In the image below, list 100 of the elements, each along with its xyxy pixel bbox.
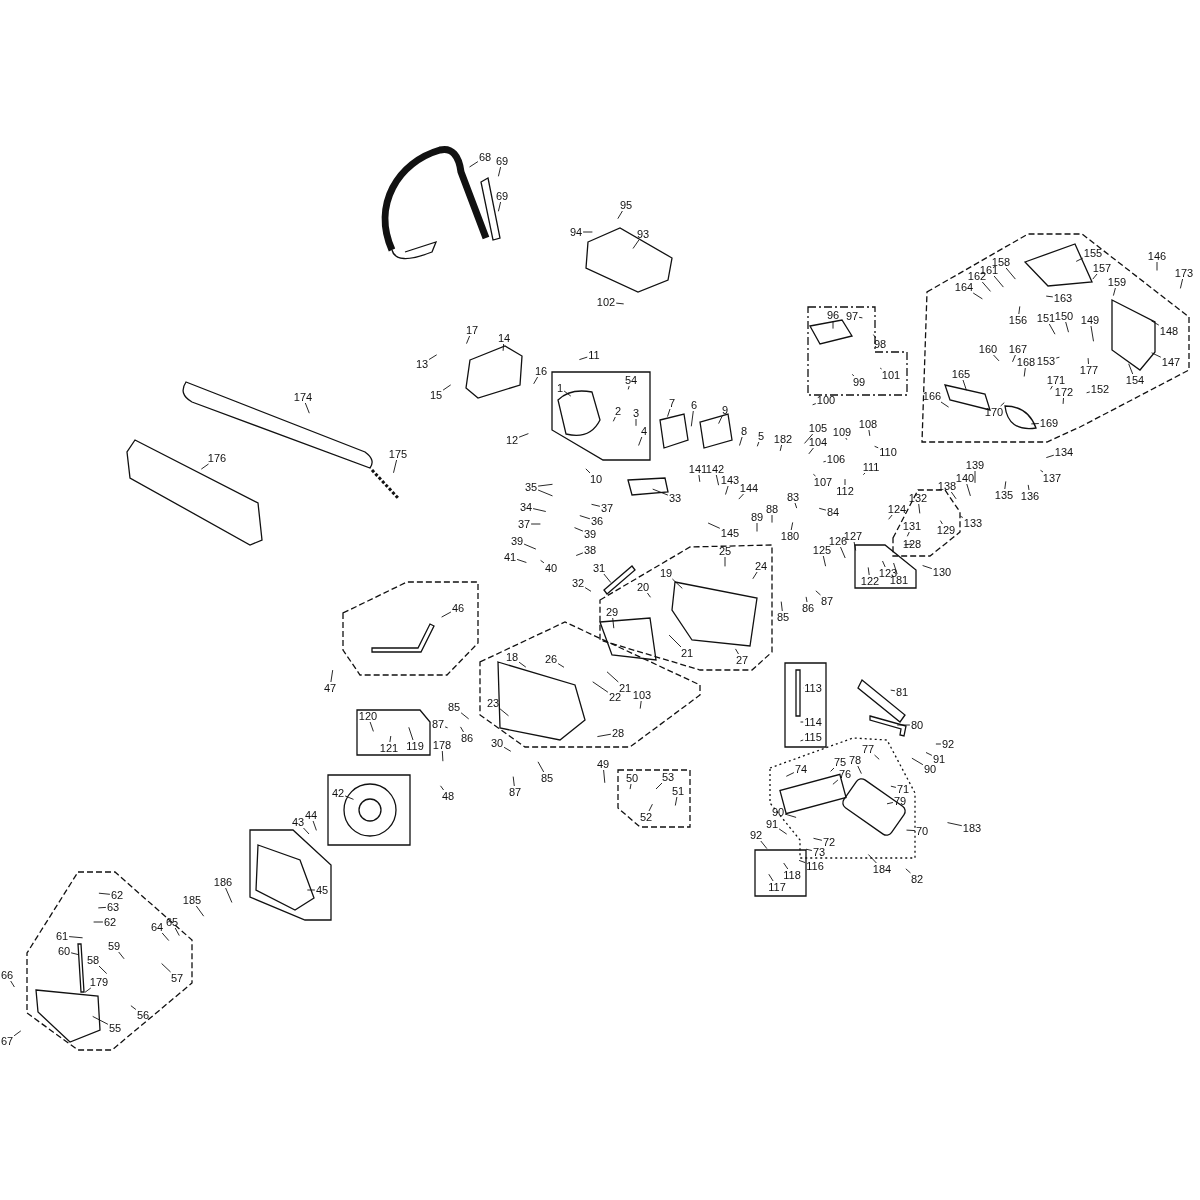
callout-number: 54 xyxy=(624,374,638,386)
callout-number: 152 xyxy=(1090,383,1110,395)
leader-line xyxy=(516,558,527,563)
callout-number: 2 xyxy=(614,405,622,417)
leader-line xyxy=(771,514,773,524)
callout-number: 6 xyxy=(690,399,698,411)
leader-line xyxy=(10,980,15,988)
leader-line xyxy=(603,573,612,583)
leader-line xyxy=(940,401,950,408)
callout-number: 165 xyxy=(951,368,971,380)
leader-line xyxy=(93,921,104,923)
leader-line xyxy=(906,531,910,537)
callout-number: 86 xyxy=(460,732,474,744)
callout-number: 23 xyxy=(486,697,500,709)
callout-number: 35 xyxy=(524,481,538,493)
leader-line xyxy=(959,515,964,518)
parts-group-outline xyxy=(328,775,410,845)
leader-line xyxy=(779,444,783,452)
callout-number: 82 xyxy=(910,873,924,885)
callout-number: 11 xyxy=(588,349,600,361)
leader-line xyxy=(893,562,898,575)
callout-number: 95 xyxy=(619,199,633,211)
leader-line xyxy=(1027,484,1030,491)
leader-line xyxy=(441,611,452,618)
callout-number: 169 xyxy=(1039,417,1059,429)
leader-line xyxy=(756,441,760,447)
leader-line xyxy=(200,463,209,470)
callout-number: 10 xyxy=(589,473,603,485)
leader-line xyxy=(800,721,804,723)
callout-number: 64 xyxy=(150,921,164,933)
leader-line xyxy=(195,905,205,917)
callout-number: 146 xyxy=(1147,250,1167,262)
leader-line xyxy=(911,757,924,766)
callout-number: 97 xyxy=(845,310,859,322)
leader-line xyxy=(1018,305,1021,315)
callout-number: 63 xyxy=(106,901,120,913)
parts-group-outline xyxy=(755,850,806,896)
callout-number: 129 xyxy=(936,524,956,536)
callout-number: 74 xyxy=(794,763,808,775)
leader-line xyxy=(563,390,572,397)
leader-line xyxy=(312,820,317,831)
callout-number: 106 xyxy=(826,453,846,465)
leader-line xyxy=(584,587,592,592)
callout-number: 85 xyxy=(447,701,461,713)
leader-line xyxy=(1055,356,1060,359)
leader-line xyxy=(896,724,911,726)
callout-number: 118 xyxy=(783,869,801,881)
callout-number: 150 xyxy=(1054,310,1074,322)
leader-line xyxy=(925,752,933,756)
leader-line xyxy=(460,726,464,733)
leader-line xyxy=(1062,397,1064,405)
leader-line xyxy=(1112,287,1116,297)
leader-line xyxy=(612,416,616,422)
leader-line xyxy=(615,302,625,305)
leader-line xyxy=(503,746,512,752)
leader-line xyxy=(1179,278,1184,289)
callout-number: 90 xyxy=(923,763,937,775)
leader-line xyxy=(882,560,886,568)
leader-line xyxy=(922,565,933,570)
callout-number: 86 xyxy=(801,602,815,614)
leader-line xyxy=(868,429,871,437)
callout-number: 144 xyxy=(739,482,759,494)
callout-number: 84 xyxy=(826,506,840,518)
parts-group-outline xyxy=(618,770,690,827)
callout-number: 125 xyxy=(812,544,832,556)
leader-line xyxy=(460,712,470,720)
leader-line xyxy=(130,1005,137,1010)
leader-line xyxy=(947,822,963,827)
parts-group-outline xyxy=(808,307,907,395)
leader-line xyxy=(756,522,758,532)
leader-line xyxy=(851,373,855,377)
leader-line xyxy=(512,776,515,787)
callout-number: 87 xyxy=(508,786,522,798)
leader-line xyxy=(1151,352,1162,358)
callout-number: 124 xyxy=(887,503,907,515)
leader-line xyxy=(739,436,743,446)
leader-line xyxy=(428,354,438,360)
leader-line xyxy=(444,726,449,729)
leader-line xyxy=(499,708,509,717)
leader-line xyxy=(840,546,846,559)
leader-line xyxy=(1004,480,1007,490)
leader-line xyxy=(974,470,976,484)
callout-number: 110 xyxy=(879,446,897,458)
leader-line xyxy=(632,239,640,249)
leader-line xyxy=(822,460,827,463)
leader-line xyxy=(1075,257,1084,262)
parts-group-outline xyxy=(480,622,700,747)
leader-line xyxy=(879,367,883,370)
leader-line xyxy=(845,437,848,441)
callout-number: 104 xyxy=(808,436,828,448)
callout-number: 31 xyxy=(592,562,606,574)
leader-line xyxy=(830,767,835,772)
leader-line xyxy=(639,700,642,710)
parts-group-outline xyxy=(250,830,331,920)
callout-number: 50 xyxy=(625,772,639,784)
leader-line xyxy=(537,761,545,773)
callout-number: 7 xyxy=(668,397,676,409)
callout-number: 29 xyxy=(605,606,619,618)
callout-number: 47 xyxy=(323,682,337,694)
callout-number: 79 xyxy=(893,795,907,807)
